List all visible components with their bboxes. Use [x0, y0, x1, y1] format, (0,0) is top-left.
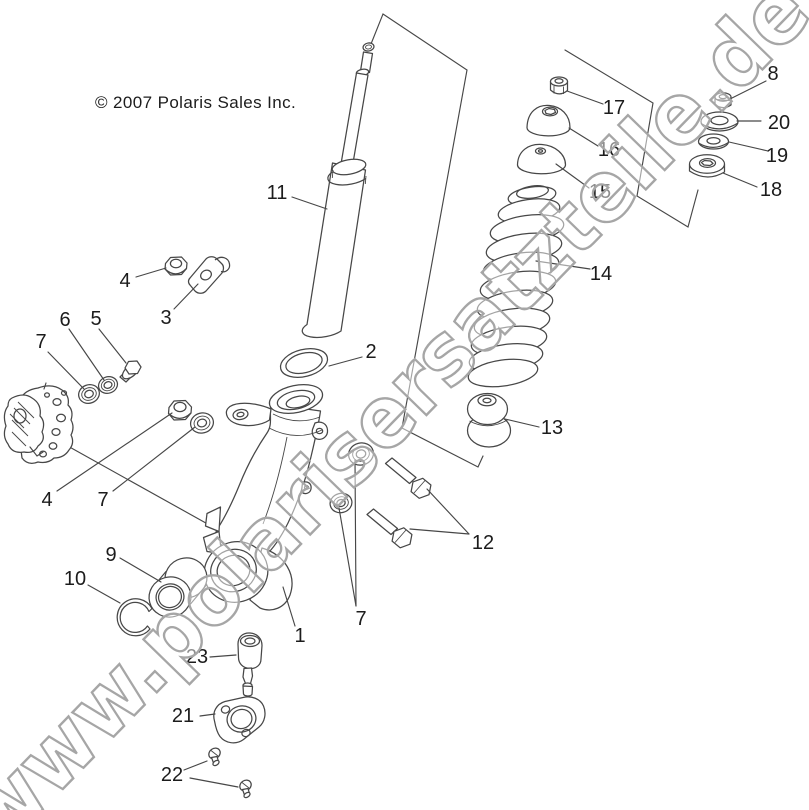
- dome-washer-16-drawing: [526, 104, 571, 137]
- callout-14: 14: [589, 263, 613, 285]
- callout-7-lower: 7: [355, 608, 367, 630]
- callout-21: 21: [171, 705, 195, 727]
- callout-20: 20: [767, 112, 791, 134]
- nut-4-lower-drawing: [167, 399, 193, 421]
- washer-19-drawing: [697, 133, 730, 150]
- spring-seat-ring-drawing: [279, 348, 329, 378]
- nut-4-upper-drawing: [164, 256, 188, 276]
- brake-caliper-drawing: [3, 382, 74, 464]
- mounting-plate-drawing: [213, 696, 266, 744]
- bolt-12b-drawing: [366, 508, 413, 549]
- nut-8-drawing: [714, 92, 732, 109]
- washer-7-bolt2-drawing: [329, 492, 353, 514]
- callout-7-mid: 7: [97, 489, 109, 511]
- nut-17-drawing: [549, 76, 569, 95]
- washer-7-mid-drawing: [189, 412, 215, 434]
- screw-22b-drawing: [239, 779, 252, 799]
- callout-4-upper: 4: [119, 270, 131, 292]
- callout-18: 18: [759, 179, 783, 201]
- callout-10: 10: [63, 568, 87, 590]
- callout-9: 9: [105, 544, 117, 566]
- callout-1: 1: [294, 625, 306, 647]
- callout-5: 5: [90, 308, 102, 330]
- ball-joint-drawing: [237, 632, 263, 697]
- callout-2: 2: [365, 341, 377, 363]
- bracket-line-shock-group: [370, 13, 484, 468]
- snap-ring-drawing: [116, 598, 153, 637]
- callout-16: 16: [597, 139, 621, 161]
- callout-12: 12: [471, 532, 495, 554]
- washer-7-bolt1-drawing: [347, 442, 375, 466]
- screw-22a-drawing: [208, 747, 221, 767]
- leader-lines: [47, 80, 769, 788]
- bump-stop-drawing: [466, 392, 512, 448]
- callout-23: 23: [185, 646, 209, 668]
- callout-8: 8: [767, 63, 779, 85]
- washer-20-drawing: [700, 111, 739, 132]
- bracket-line-mount-group: [564, 49, 699, 228]
- steering-knuckle-drawing: [202, 384, 329, 611]
- shock-absorber-drawing: [301, 42, 375, 339]
- callout-19: 19: [765, 145, 789, 167]
- callout-6: 6: [59, 309, 71, 331]
- callout-13: 13: [540, 417, 564, 439]
- callout-22: 22: [160, 764, 184, 786]
- bushing-18-drawing: [688, 154, 726, 178]
- callout-3: 3: [160, 307, 172, 329]
- callout-11: 11: [266, 182, 288, 204]
- washer-6-drawing: [97, 375, 119, 395]
- callout-4-lower: 4: [41, 489, 53, 511]
- bearing-drawing: [148, 557, 208, 618]
- copyright-notice: © 2007 Polaris Sales Inc.: [95, 93, 297, 112]
- bolt-12a-drawing: [384, 457, 432, 499]
- bolt-5-drawing: [119, 360, 142, 383]
- callout-17: 17: [602, 97, 626, 119]
- cup-washer-15-drawing: [516, 143, 567, 175]
- caliper-connection-line: [56, 439, 214, 528]
- coil-spring-drawing: [467, 185, 565, 388]
- callout-7-upper-left: 7: [35, 331, 47, 353]
- callout-15: 15: [588, 181, 612, 203]
